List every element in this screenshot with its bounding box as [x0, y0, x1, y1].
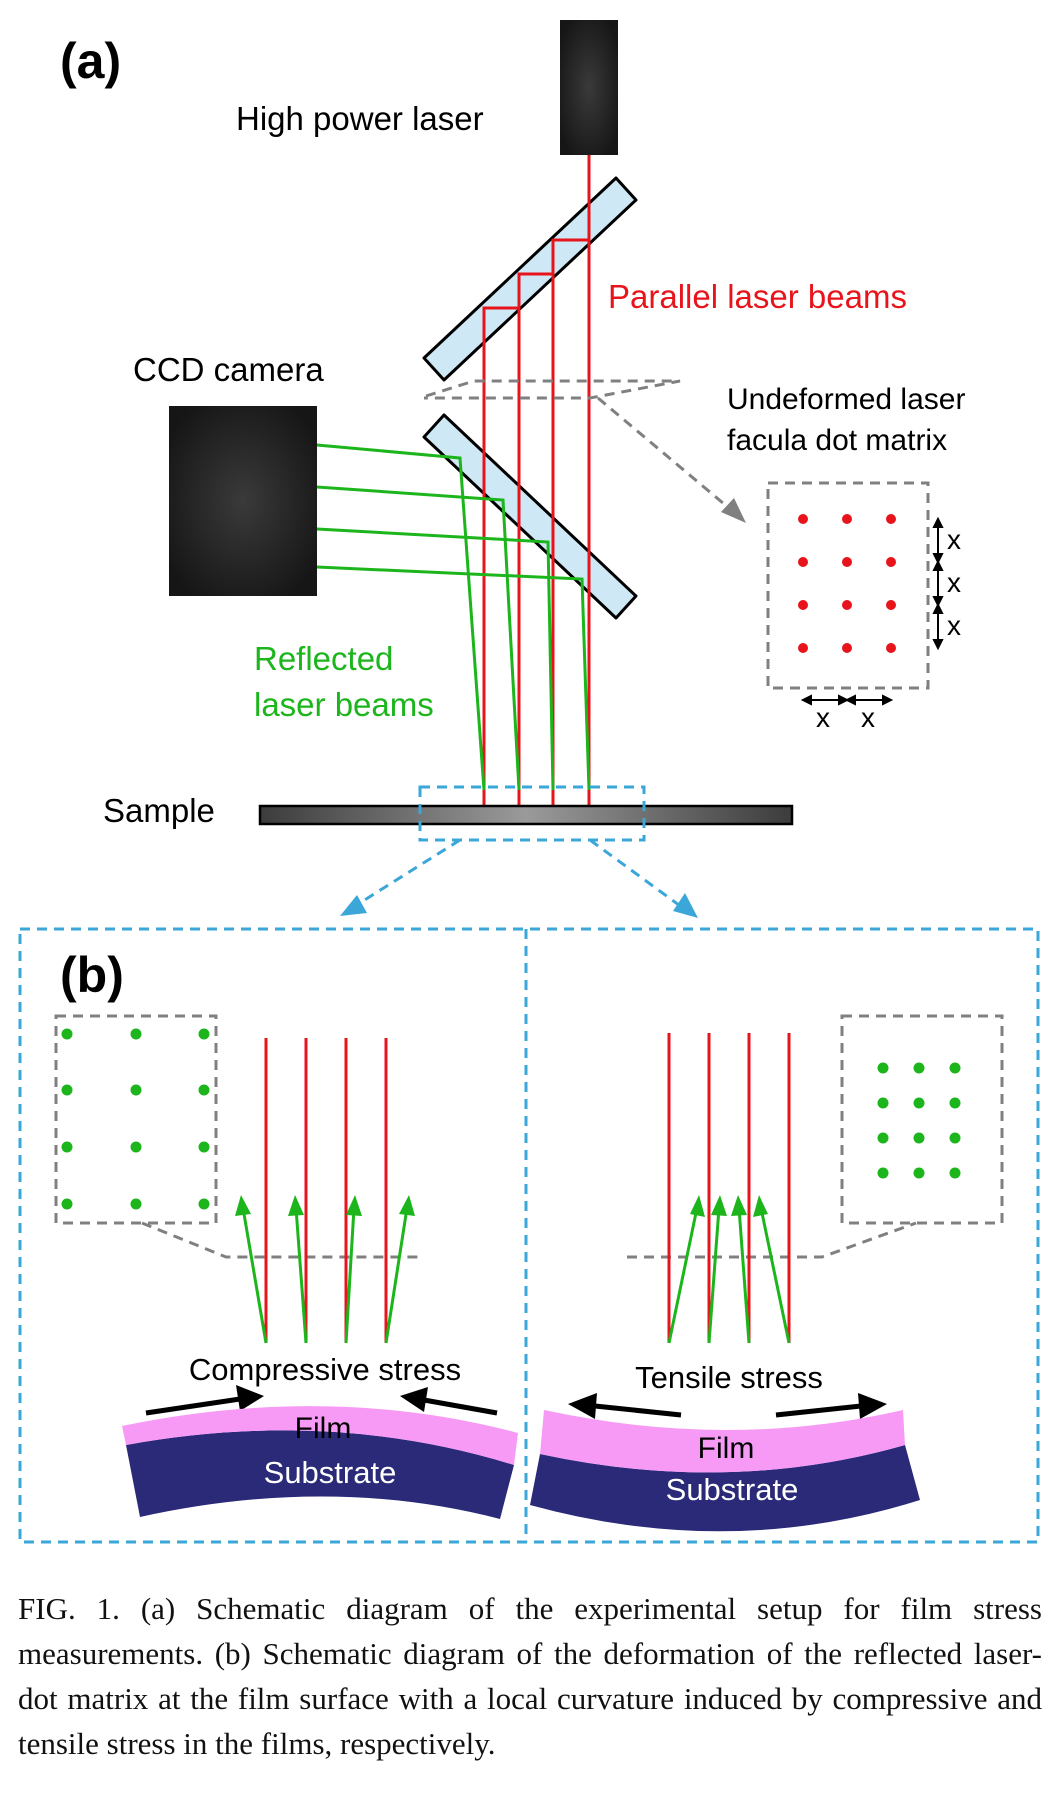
tensile-reflected-beams [667, 1207, 791, 1344]
zoom-arrowhead-left [340, 895, 367, 916]
tensile-arrowhead-right [858, 1393, 887, 1419]
high-power-laser-label: High power laser [236, 100, 484, 137]
compressive-incident-beams [264, 1038, 388, 1343]
ccd-camera [169, 406, 317, 596]
spacing-label-v2: x [947, 567, 961, 598]
panel-b-label: (b) [60, 947, 124, 1003]
figure-caption: FIG. 1. (a) Schematic diagram of the exp… [18, 1591, 1042, 1761]
spacing-label-v3: x [947, 610, 961, 641]
reflected-laser-beams [316, 443, 591, 791]
tensile-stress-label: Tensile stress [635, 1360, 823, 1395]
spacing-markers [800, 516, 944, 706]
tensile-side: Tensile stress Film Substrate [530, 1014, 1004, 1532]
tensile-substrate [530, 1445, 920, 1532]
tensile-force-arrows [594, 1403, 862, 1418]
panel-b: (b) [18, 927, 1040, 1544]
compressive-substrate-label: Substrate [264, 1455, 397, 1490]
tensile-film-label: Film [698, 1432, 755, 1465]
tensile-film [540, 1410, 905, 1473]
compressive-arrowhead-left [236, 1385, 264, 1411]
upper-beam-splitter [422, 176, 638, 382]
undeformed-label-2: facula dot matrix [727, 424, 947, 457]
cross-section-arrowhead [721, 498, 746, 523]
tensile-incident-beams [667, 1033, 791, 1343]
spacing-label-h1: x [816, 702, 830, 733]
spacing-label-v1: x [947, 524, 961, 555]
undeformed-label-1: Undeformed laser [727, 383, 965, 416]
zoom-arrows [354, 838, 684, 910]
compressive-film-label: Film [295, 1412, 352, 1445]
undeformed-dot-matrix-frame [766, 481, 930, 690]
zoom-region [418, 785, 646, 842]
compressive-dot-matrix [61, 1028, 210, 1210]
sample [258, 804, 794, 826]
lower-beam-splitter [422, 413, 638, 620]
panel-a-label: (a) [60, 33, 121, 89]
tensile-substrate-label: Substrate [666, 1472, 799, 1507]
compressive-side: Compressive stress Film Substrate [54, 1014, 518, 1519]
compressive-film [122, 1406, 518, 1465]
zoom-arrowhead-right [673, 893, 698, 918]
reflected-beams-label-2: laser beams [254, 686, 434, 723]
compressive-dot-matrix-frame [54, 1014, 218, 1225]
high-power-laser [560, 20, 618, 155]
setup-schematic: (a) High power laser Parallel laser beam… [18, 20, 1040, 1544]
compressive-arrowhead-right [400, 1387, 428, 1412]
incident-laser-beams [482, 155, 591, 805]
cross-section-indicator [424, 379, 737, 516]
reflected-beams-label-1: Reflected [254, 640, 393, 677]
spacing-label-h2: x [861, 702, 875, 733]
panel-a: (a) High power laser Parallel laser beam… [60, 20, 965, 918]
ccd-camera-label: CCD camera [133, 351, 324, 388]
compressive-stress-label: Compressive stress [189, 1352, 461, 1387]
tensile-reflected-arrowheads [690, 1195, 768, 1217]
undeformed-dot-matrix [798, 514, 896, 653]
compressive-substrate [126, 1430, 514, 1519]
compressive-force-arrows [145, 1396, 498, 1416]
tensile-dot-matrix [877, 1062, 961, 1179]
tensile-dot-matrix-frame [840, 1014, 1004, 1225]
parallel-beams-label: Parallel laser beams [608, 278, 907, 315]
compressive-reflected-beams [241, 1207, 409, 1344]
compressive-plane-indicator [141, 1221, 424, 1259]
tensile-arrowhead-left [568, 1393, 597, 1419]
compressive-reflected-arrowheads [235, 1195, 415, 1216]
tensile-plane-indicator [627, 1221, 917, 1259]
sample-label: Sample [103, 792, 215, 829]
